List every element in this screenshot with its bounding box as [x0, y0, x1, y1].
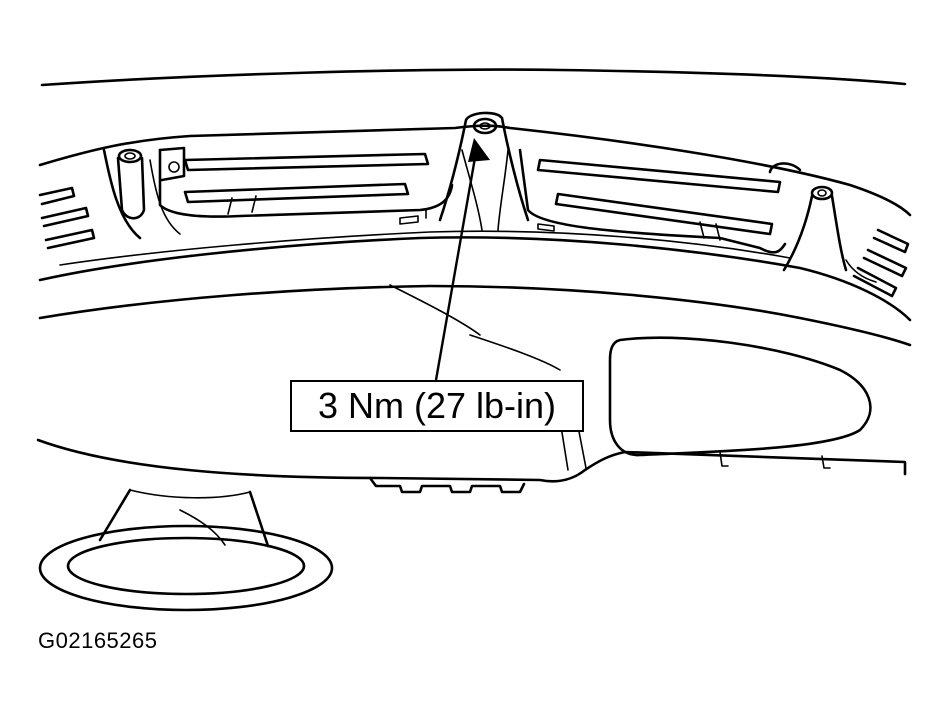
- center-tower-inner: [461, 149, 509, 231]
- right-defroster-divider: [699, 221, 721, 241]
- steering-column-top: [129, 489, 251, 499]
- figure-id-label: G02165265: [38, 628, 158, 653]
- right-mounting-boss: [782, 194, 848, 272]
- steering-column-right: [248, 490, 270, 548]
- left-clip-hole: [168, 161, 180, 173]
- right-defroster-opening-top: [536, 158, 782, 194]
- left-boss-top: [117, 148, 143, 164]
- steering-hub-inner: [66, 536, 306, 596]
- lower-dash-connector: [368, 476, 526, 494]
- torque-callout-box: 3 Nm (27 lb-in): [290, 380, 584, 432]
- left-side-vent-1: [38, 186, 76, 206]
- left-side-vent-3: [44, 228, 96, 250]
- left-mounting-boss: [102, 148, 146, 240]
- callout-arrowhead: [468, 138, 490, 162]
- right-side-vent-2: [862, 248, 908, 278]
- right-defroster-opening-bottom: [554, 192, 774, 236]
- left-defroster-divider: [227, 195, 257, 215]
- left-boss-rib: [149, 159, 181, 235]
- right-defroster-corner: [768, 162, 802, 174]
- steering-hub-outer: [38, 524, 334, 612]
- center-tower-tab-left: [399, 215, 419, 225]
- right-side-vent-3: [852, 266, 898, 298]
- right-side-vent-1: [872, 228, 910, 254]
- right-boss-top: [810, 185, 834, 201]
- glovebox-outline: [608, 336, 872, 457]
- cluster-hood-mid: [389, 284, 481, 336]
- defroster-lower-edge-inner: [59, 230, 791, 266]
- defroster-lower-edge: [38, 236, 912, 322]
- callout-leader-line: [434, 151, 478, 381]
- center-bolt-top: [472, 117, 498, 135]
- windshield-edge-line: [40, 68, 907, 87]
- left-clip-bracket: [158, 146, 186, 182]
- panel-upper-outline: [38, 124, 912, 217]
- left-boss-hole: [124, 152, 136, 160]
- center-tower-tab-right: [537, 223, 555, 232]
- right-defroster-frame: [518, 148, 787, 254]
- left-defroster-opening-top: [183, 152, 430, 172]
- right-boss-flange: [845, 259, 877, 283]
- left-defroster-opening-bottom: [183, 182, 410, 204]
- cluster-hood-upper: [38, 284, 912, 347]
- cluster-hood-line: [469, 334, 561, 371]
- center-bolt-hole: [479, 122, 491, 130]
- torque-spec-label: 3 Nm (27 lb-in): [317, 385, 557, 426]
- lower-dash-edge: [36, 438, 907, 483]
- right-boss-hole: [817, 189, 827, 197]
- lower-dash-edge-detail: [719, 451, 831, 469]
- left-side-vent-2: [40, 206, 90, 228]
- center-mounting-tower: [438, 111, 530, 222]
